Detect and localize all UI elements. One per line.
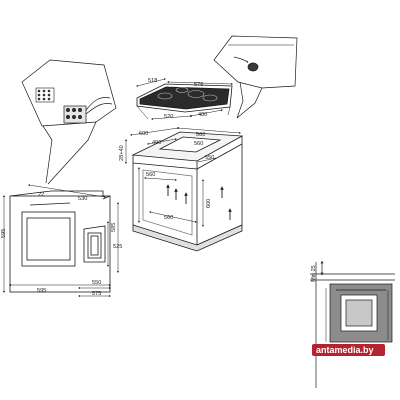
cabinet-depth-b-label: 560: [196, 132, 205, 138]
hob-depth-dim-line: [136, 78, 166, 87]
cabinet-front-width-label: 560: [146, 172, 155, 178]
hob: [136, 83, 233, 113]
cabinet-cutout-label: 550: [205, 155, 214, 161]
cabinet-depth-b-dim-line: [177, 127, 241, 134]
hob-glass-surface: [139, 86, 230, 110]
oven-dimensions: 530 22 595 585 525 595 550 575: [1, 184, 122, 297]
cabinet-dimensions: 600 560 490 28+40 560 600 560 550 560: [119, 127, 241, 227]
oven-top-edge: [102, 195, 111, 200]
oven-width-label: 595: [37, 288, 46, 294]
watermark-bg: [312, 344, 385, 356]
cabinet-top-width-dim-line: [130, 127, 179, 136]
connector-callout: [21, 59, 117, 185]
cabinet-arrows: [166, 184, 232, 220]
side-view: Min 25: [310, 260, 395, 388]
plug-callout: [213, 35, 298, 119]
side-oven-body: [329, 283, 393, 343]
cabinet-inner-space: [142, 169, 193, 236]
burner-back-left: [175, 87, 189, 93]
cable-connector-icon: [63, 97, 113, 124]
hob-dimensions: 518 576 520 480: [136, 78, 233, 120]
hob-width-dim-line: [167, 81, 233, 85]
cabinet: [131, 131, 244, 252]
cabinet-cutout-dim-line: [197, 157, 217, 163]
cabinet-top-width-label: 600: [139, 131, 148, 137]
plug-callout-pointer-2: [236, 87, 263, 119]
oven-side-panel: [83, 225, 106, 263]
plug-callout-pointer: [236, 81, 244, 119]
cabinet-plinth: [132, 224, 243, 252]
side-min-label: Min 25: [311, 265, 317, 282]
oven-window: [26, 217, 71, 261]
cabinet-worktop-thickness-2: [196, 143, 243, 170]
oven-handle: [29, 202, 71, 206]
oven-front-height-label: 525: [113, 244, 122, 250]
callout-pointer: [42, 125, 53, 184]
oven-depth-dim-line: [28, 184, 106, 198]
worktop-thickness-label: 28+40: [119, 145, 125, 161]
hob-burners: [157, 87, 218, 102]
terminal-block-icon: [35, 87, 55, 103]
oven-height-inner-label: 585: [111, 223, 117, 232]
oven-cutout-label: 550: [92, 280, 101, 286]
side-oven-window: [345, 299, 373, 327]
hob-inner-width-dim-line: [151, 115, 192, 120]
hob-inner-width-label: 520: [164, 114, 173, 120]
hob-inner-depth-label: 480: [198, 112, 207, 118]
cabinet-height-label: 600: [206, 199, 212, 208]
hob-leader-right: [227, 106, 231, 116]
cabinet-bottom-width-dim-line: [149, 211, 197, 223]
watermark-badge: antamedia.by: [312, 344, 385, 356]
watermark-text: antamedia.by: [316, 345, 374, 355]
cabinet-inner-depth-label: 560: [194, 141, 203, 147]
cabinet-bottom-width-label: 560: [164, 215, 173, 221]
cabinet-front-width-dim-line: [144, 177, 177, 181]
oven: [9, 190, 111, 293]
burner-front-left: [157, 92, 173, 100]
oven-side-vent: [87, 232, 102, 259]
burner-front-right: [187, 90, 205, 98]
oven-front: [9, 195, 111, 293]
oven-door: [21, 211, 76, 267]
oven-inner-width-label: 575: [92, 291, 101, 297]
hob-leader-left: [136, 105, 149, 120]
callout-pointer-2: [47, 121, 97, 185]
hob-width-label: 576: [194, 82, 203, 88]
plug-callout-bubble: [213, 35, 298, 89]
oven-side-vent-inner: [90, 235, 99, 256]
hob-inner-depth-dim-line: [190, 109, 223, 117]
oven-height-label: 595: [1, 229, 7, 238]
hob-depth-label: 518: [148, 78, 157, 84]
cabinet-depth-a-dim-line: [147, 138, 177, 145]
oven-gap-label: 22: [38, 192, 44, 198]
cabinet-depth-a-label: 490: [152, 140, 161, 146]
cabinet-worktop-thickness: [132, 162, 198, 170]
burner-back-right: [202, 94, 218, 102]
plug-icon: [246, 60, 259, 72]
oven-depth-label: 530: [78, 196, 87, 202]
